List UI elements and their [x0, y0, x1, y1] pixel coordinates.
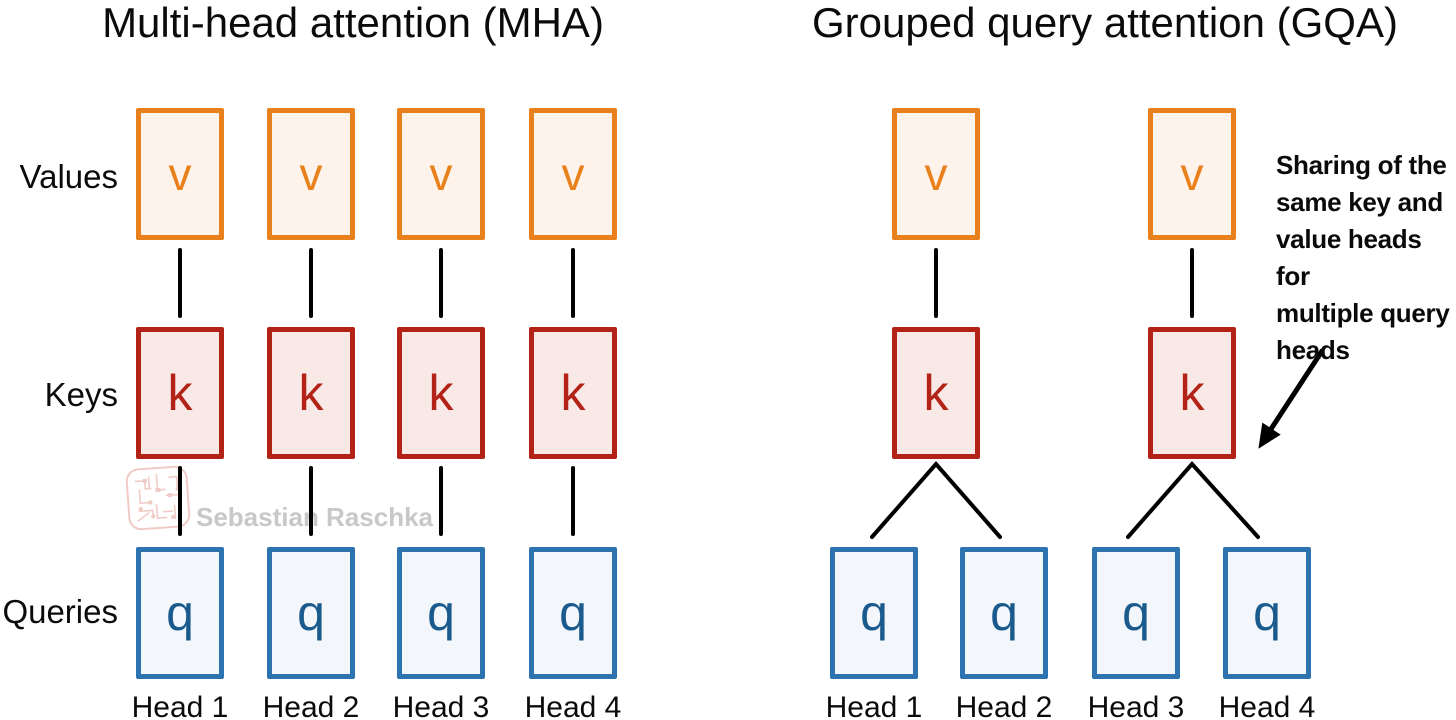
mha-query-box-1: q [136, 547, 224, 679]
mha-key-box-4: k [529, 327, 617, 459]
mha-title: Multi-head attention (MHA) [102, 0, 604, 46]
gqa-head-label-1: Head 1 [825, 691, 923, 720]
gqa-kq-fork-2 [1126, 460, 1260, 539]
mha-key-box-1: k [136, 327, 224, 459]
mha-key-box-3: k [397, 327, 485, 459]
gqa-query-box-3: q [1092, 547, 1180, 679]
mha-head-label-1: Head 1 [131, 691, 229, 720]
gqa-head-label-3: Head 3 [1087, 691, 1185, 720]
gqa-kq-fork-1 [870, 460, 1002, 539]
gqa-key-box-1: k [892, 327, 980, 459]
queries-row-label: Queries [2, 593, 118, 630]
gqa-head-label-4: Head 4 [1218, 691, 1316, 720]
circuit-stamp-icon [125, 465, 191, 531]
gqa-query-box-4: q [1223, 547, 1311, 679]
annotation-line: same key and [1276, 187, 1443, 217]
values-row-label: Values [19, 158, 118, 195]
gqa-key-box-2: k [1148, 327, 1236, 459]
mha-value-box-3: v [397, 108, 485, 240]
mha-value-box-2: v [267, 108, 355, 240]
gqa-query-box-2: q [960, 547, 1048, 679]
mha-query-box-2: q [267, 547, 355, 679]
mha-key-box-2: k [267, 327, 355, 459]
gqa-head-label-2: Head 2 [955, 691, 1053, 720]
annotation-line: Sharing of the [1276, 150, 1447, 180]
mha-query-box-4: q [529, 547, 617, 679]
annotation-line: value heads for [1276, 224, 1422, 291]
annotation-line: heads [1276, 335, 1350, 365]
mha-value-box-4: v [529, 108, 617, 240]
mha-value-box-1: v [136, 108, 224, 240]
mha-head-label-4: Head 4 [524, 691, 622, 720]
sharing-annotation: Sharing of the same key and value heads … [1276, 147, 1456, 369]
gqa-value-box-2: v [1148, 108, 1236, 240]
watermark-author-text: Sebastian Raschka [196, 502, 434, 532]
annotation-line: multiple query [1276, 298, 1450, 328]
gqa-query-box-1: q [830, 547, 918, 679]
keys-row-label: Keys [44, 376, 118, 413]
mha-head-label-3: Head 3 [392, 691, 490, 720]
mha-head-label-2: Head 2 [262, 691, 360, 720]
gqa-value-box-1: v [892, 108, 980, 240]
gqa-title: Grouped query attention (GQA) [812, 0, 1398, 46]
mha-query-box-3: q [397, 547, 485, 679]
